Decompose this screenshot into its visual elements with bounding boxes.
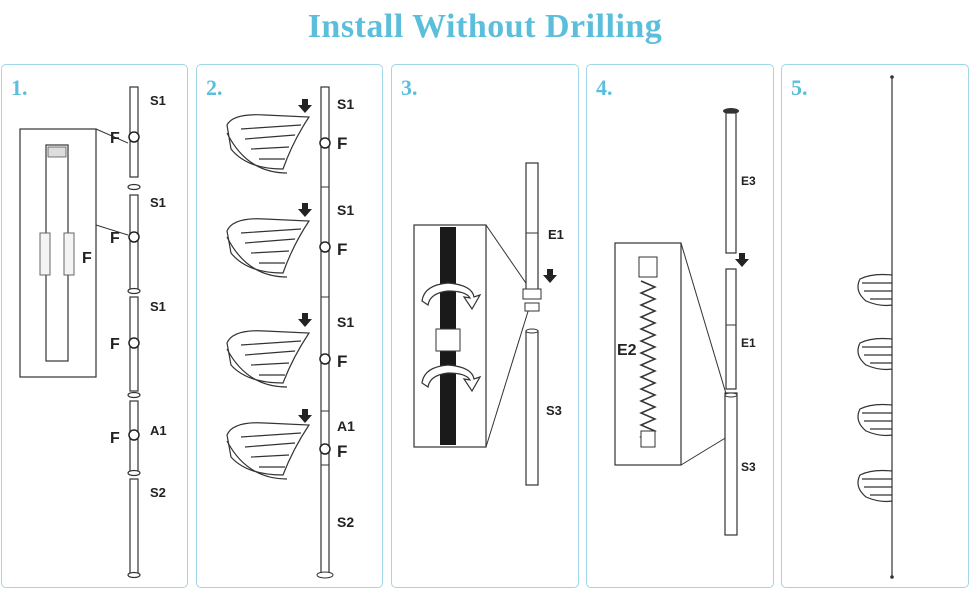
callout-line-top xyxy=(485,224,531,290)
lower-rod xyxy=(525,330,539,486)
corner-baskets xyxy=(226,114,311,480)
pole-bottom-foot xyxy=(890,575,894,579)
pole-foot xyxy=(316,571,334,579)
step-3-illustration: E1 S3 xyxy=(413,162,564,486)
s1-label-1: S1 xyxy=(150,93,166,108)
zoomed-collar xyxy=(435,328,461,352)
step-2-panel: 2. xyxy=(196,64,383,588)
step-4-number: 4. xyxy=(596,75,613,100)
step-2-number: 2. xyxy=(206,75,223,100)
f-clips xyxy=(319,137,331,455)
step-3-panel: 3. E1 S3 xyxy=(391,64,579,588)
s3-label: S3 xyxy=(741,460,756,474)
thread-piece xyxy=(524,302,540,312)
step-1-number: 1. xyxy=(11,75,28,100)
s1-label-3: S1 xyxy=(150,299,166,314)
installed-basket-2 xyxy=(857,337,893,371)
e1-label: E1 xyxy=(741,336,756,350)
rotation-arrows xyxy=(421,282,482,393)
zoomed-clip xyxy=(39,232,75,276)
f-label-2: F xyxy=(337,240,347,259)
down-arrows xyxy=(298,99,312,423)
e3-label: E3 xyxy=(741,174,756,188)
installed-baskets xyxy=(857,273,893,503)
basket-4 xyxy=(226,422,311,480)
callout-line-bottom xyxy=(95,224,129,236)
zoomed-thread xyxy=(47,146,67,158)
pole xyxy=(320,86,330,576)
s2-label: S2 xyxy=(150,485,166,500)
step-4-panel: 4. E3 E1 S3 E2 xyxy=(586,64,774,588)
callout-line-top xyxy=(95,128,129,144)
down-arrow xyxy=(543,269,557,283)
upper-collar xyxy=(522,288,542,300)
a1-label: A1 xyxy=(337,418,355,434)
f-label-1: F xyxy=(337,134,347,153)
f-label-3: F xyxy=(110,336,120,353)
step-5-illustration xyxy=(857,75,894,579)
spring-coil xyxy=(639,280,657,444)
down-arrow xyxy=(735,253,749,267)
bottom-rod xyxy=(724,392,738,536)
installed-basket-3 xyxy=(857,403,893,437)
basket-1 xyxy=(226,114,311,174)
callout-line-top xyxy=(680,242,728,398)
pole-top-cap xyxy=(890,75,894,79)
step-2-illustration: S1 S1 S1 A1 S2 F F F F xyxy=(226,86,355,579)
top-rod xyxy=(725,112,737,254)
step-5-number: 5. xyxy=(791,75,808,100)
s3-label: S3 xyxy=(546,403,562,418)
installed-basket-4 xyxy=(857,469,893,503)
s1-label-1: S1 xyxy=(337,96,354,112)
step-4-illustration: E3 E1 S3 E2 xyxy=(614,108,756,536)
e2-label: E2 xyxy=(617,342,637,359)
step-3-number: 3. xyxy=(401,75,418,100)
f-label-2: F xyxy=(110,230,120,247)
s1-label-2: S1 xyxy=(150,195,166,210)
f-label-4: F xyxy=(337,442,347,461)
step-5-panel: 5. xyxy=(781,64,969,588)
e1-label: E1 xyxy=(548,227,564,242)
lower-rod-top xyxy=(525,328,539,334)
bottom-rod-top xyxy=(724,392,738,398)
f-label-3: F xyxy=(337,352,347,371)
a1-label: A1 xyxy=(150,423,167,438)
installed-basket-1 xyxy=(857,273,893,307)
s2-label: S2 xyxy=(337,514,354,530)
pole-joints xyxy=(321,186,329,466)
callout-line-bottom xyxy=(485,304,531,448)
upper-rod xyxy=(525,162,539,294)
s1-label-2: S1 xyxy=(337,202,354,218)
f-label-4: F xyxy=(110,430,120,447)
middle-rod xyxy=(725,268,737,390)
step-1-illustration: F S1 S1 S1 A1 S2 F F F F xyxy=(19,86,167,579)
zoomed-f-label: F xyxy=(82,250,92,267)
f-label-1: F xyxy=(110,130,120,147)
basket-3 xyxy=(226,330,311,388)
step-1-panel: 1. F S1 S1 S xyxy=(1,64,188,588)
s1-label-3: S1 xyxy=(337,314,354,330)
basket-2 xyxy=(226,218,311,278)
spring-cap-bottom xyxy=(640,430,656,448)
page-title: Install Without Drilling xyxy=(307,8,663,45)
rod-segments xyxy=(127,86,141,579)
f-clips xyxy=(128,131,140,441)
spring-cap-top xyxy=(638,256,658,278)
callout-line-bottom xyxy=(680,436,728,466)
